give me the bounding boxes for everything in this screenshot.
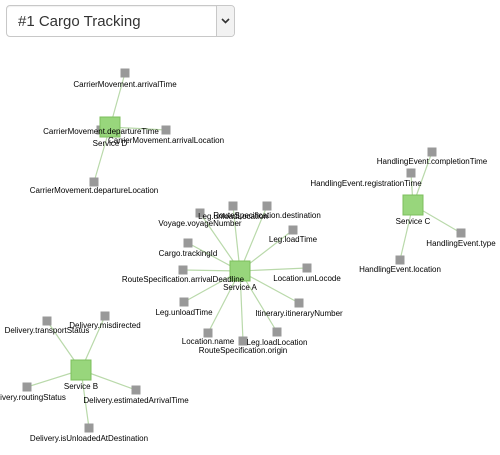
field-label-routespecification-arrivaldeadline: RouteSpecification.arrivalDeadline <box>122 275 245 284</box>
field-label-carriermovement-arrivaltime: CarrierMovement.arrivalTime <box>73 80 177 89</box>
field-label-leg-loadlocation: Leg.loadLocation <box>247 338 308 347</box>
field-label-delivery-transportstatus: Delivery.transportStatus <box>5 326 90 335</box>
link-routespecification-destination <box>239 205 268 272</box>
field-node-cargo-trackingid[interactable] <box>183 238 193 248</box>
field-node-handlingevent-location[interactable] <box>395 255 405 265</box>
field-label-leg-unloadlocation: Leg.unloadLocation <box>198 212 268 221</box>
field-node-leg-unloadtime[interactable] <box>179 297 189 307</box>
service-label-service-b: Service B <box>64 382 98 391</box>
field-node-delivery-misdirected[interactable] <box>100 311 110 321</box>
field-label-carriermovement-departurelocation: CarrierMovement.departureLocation <box>30 186 159 195</box>
field-label-handlingevent-registrationtime: HandlingEvent.registrationTime <box>310 179 422 188</box>
labels-layer: CarrierMovement.arrivalTimeCarrierMoveme… <box>0 80 496 443</box>
service-label-service-a: Service A <box>223 283 257 292</box>
field-label-carriermovement-arrivallocation: CarrierMovement.arrivalLocation <box>108 136 224 145</box>
dataset-select-value: #1 Cargo Tracking <box>18 13 141 30</box>
field-label-leg-loadtime: Leg.loadTime <box>269 235 318 244</box>
field-label-handlingevent-location: HandlingEvent.location <box>359 265 441 274</box>
field-node-carriermovement-departurelocation[interactable] <box>89 177 99 187</box>
dataset-select[interactable]: #1 Cargo Tracking <box>6 5 235 37</box>
field-node-voyage-voyagenumber[interactable] <box>195 208 205 218</box>
field-label-handlingevent-completiontime: HandlingEvent.completionTime <box>377 157 488 166</box>
field-label-location-unlocode: Location.unLocode <box>273 274 341 283</box>
field-label-location-name: Location.name <box>182 337 235 346</box>
field-label-delivery-routingstatus: Delivery.routingStatus <box>0 393 66 402</box>
link-location-unlocode <box>239 267 308 272</box>
field-label-routespecification-origin: RouteSpecification.origin <box>199 346 288 355</box>
field-node-delivery-routingstatus[interactable] <box>22 382 32 392</box>
field-node-delivery-transportstatus[interactable] <box>42 316 52 326</box>
field-label-carriermovement-departuretime: CarrierMovement.departureTime <box>43 127 159 136</box>
field-label-delivery-isunloadedatdestination: Delivery.isUnloadedAtDestination <box>30 434 148 443</box>
service-node-service-c[interactable] <box>402 194 424 216</box>
field-label-delivery-misdirected: Delivery.misdirected <box>69 321 140 330</box>
field-node-itinerary-itinerarynumber[interactable] <box>294 298 304 308</box>
field-node-delivery-estimatedarrivaltime[interactable] <box>131 385 141 395</box>
field-label-voyage-voyagenumber: Voyage.voyageNumber <box>158 219 242 228</box>
nodes-layer <box>22 68 466 433</box>
field-node-handlingevent-type[interactable] <box>456 228 466 238</box>
field-node-location-unlocode[interactable] <box>302 263 312 273</box>
chevron-down-icon[interactable] <box>216 6 234 36</box>
field-node-leg-loadlocation[interactable] <box>272 327 282 337</box>
field-node-location-name[interactable] <box>203 328 213 338</box>
field-node-leg-loadtime[interactable] <box>288 225 298 235</box>
field-node-carriermovement-arrivaltime[interactable] <box>120 68 130 78</box>
field-node-delivery-isunloadedatdestination[interactable] <box>84 423 94 433</box>
field-label-leg-unloadtime: Leg.unloadTime <box>155 308 213 317</box>
field-label-delivery-estimatedarrivaltime: Delivery.estimatedArrivalTime <box>83 396 189 405</box>
service-node-service-a[interactable] <box>229 260 251 282</box>
field-node-handlingevent-registrationtime[interactable] <box>406 168 416 178</box>
field-label-cargo-trackingid: Cargo.trackingId <box>159 249 218 258</box>
field-label-itinerary-itinerarynumber: Itinerary.itineraryNumber <box>255 309 343 318</box>
link-routespecification-origin <box>239 270 244 342</box>
field-label-routespecification-destination: RouteSpecification.destination <box>213 211 321 220</box>
field-node-routespecification-arrivaldeadline[interactable] <box>178 265 188 275</box>
field-node-leg-unloadlocation[interactable] <box>228 201 238 211</box>
link-leg-unloadlocation <box>232 205 241 272</box>
field-node-carriermovement-arrivallocation[interactable] <box>161 125 171 135</box>
field-node-routespecification-destination[interactable] <box>262 201 272 211</box>
service-label-service-c: Service C <box>396 217 431 226</box>
field-node-routespecification-origin[interactable] <box>238 336 248 346</box>
field-label-handlingevent-type: HandlingEvent.type <box>426 239 496 248</box>
service-label-service-d: Service D <box>93 139 128 148</box>
service-node-service-d[interactable] <box>99 116 121 138</box>
service-node-service-b[interactable] <box>70 359 92 381</box>
field-node-handlingevent-completiontime[interactable] <box>427 147 437 157</box>
